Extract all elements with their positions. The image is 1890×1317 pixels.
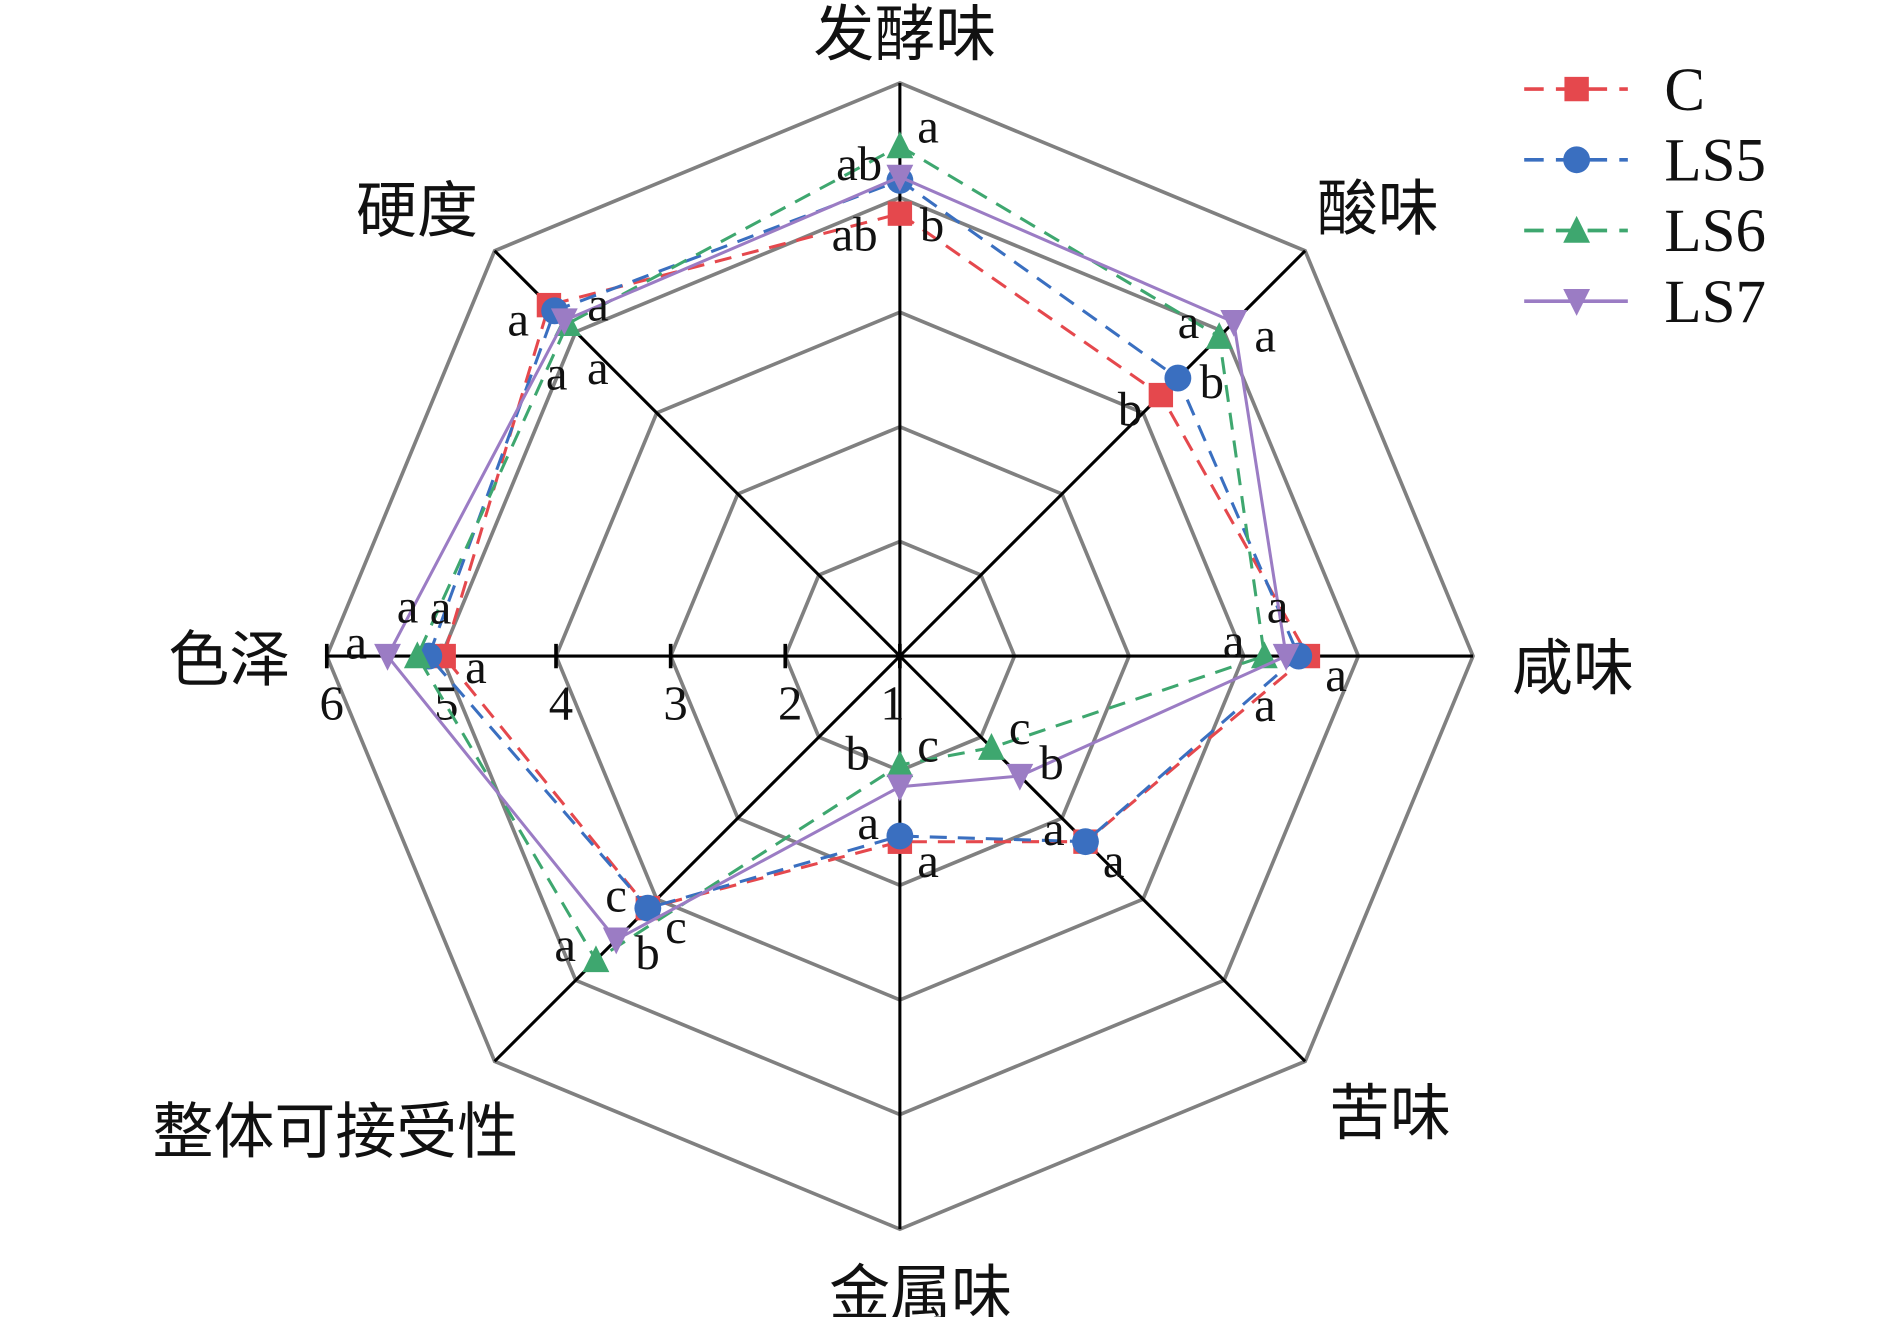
significance-letter: b <box>846 726 870 780</box>
marker-triangle-up <box>582 945 610 973</box>
significance-letter: a <box>1178 295 1200 349</box>
significance-letter: a <box>917 834 939 888</box>
axis-label-1: 酸味 <box>1317 173 1439 244</box>
significance-letter: a <box>1254 678 1276 732</box>
significance-letter: ab <box>832 207 878 261</box>
axis-label-3: 苦味 <box>1329 1078 1451 1149</box>
significance-letter: a <box>857 796 879 850</box>
significance-letter: a <box>546 346 568 400</box>
significance-letter: a <box>507 293 529 347</box>
legend-item-LS7: LS7 <box>1524 269 1766 336</box>
significance-letter: a <box>430 581 452 635</box>
axis-label-6: 色泽 <box>168 624 290 695</box>
series-line <box>442 211 1310 910</box>
significance-letter: a <box>397 580 419 634</box>
significance-letter: b <box>1200 355 1224 409</box>
significance-letter: b <box>1118 383 1142 437</box>
significance-letter: a <box>1043 802 1065 856</box>
significance-letter: a <box>1254 308 1276 362</box>
tick-label: 4 <box>549 676 573 730</box>
marker-triangle-down <box>1563 289 1591 316</box>
tick-label: 2 <box>778 676 802 730</box>
marker-triangle-down <box>886 774 914 802</box>
significance-letter: a <box>465 640 487 694</box>
significance-letter: a <box>587 341 609 395</box>
legend-label: C <box>1664 57 1705 124</box>
significance-letter: a <box>587 277 609 331</box>
marker-circle <box>886 822 914 850</box>
significance-letter: a <box>917 100 939 154</box>
significance-letter: a <box>1223 614 1245 668</box>
marker-triangle-up <box>1563 215 1591 243</box>
significance-letter: b <box>635 926 659 980</box>
marker-circle <box>1164 364 1192 392</box>
marker-triangle-up <box>978 733 1005 760</box>
legend-label: LS7 <box>1664 269 1766 336</box>
significance-letter: a <box>1325 648 1347 702</box>
marker-circle <box>1563 146 1591 174</box>
axis-line <box>898 654 1307 1063</box>
tick-label: 1 <box>880 676 904 730</box>
marker-triangle-up <box>403 641 431 669</box>
axis-label-4: 金属味 <box>829 1259 1012 1317</box>
axis-label-5: 整体可接受性 <box>152 1096 518 1167</box>
marker-triangle-down <box>886 164 914 192</box>
marker-triangle-down <box>1220 309 1248 337</box>
axis-line <box>493 654 901 1063</box>
axis-label-2: 咸味 <box>1512 633 1634 704</box>
marker-circle <box>634 894 662 922</box>
significance-letter: c <box>605 868 627 922</box>
significance-letter: a <box>345 615 367 669</box>
marker-triangle-up <box>886 750 914 778</box>
marker-square <box>887 201 913 226</box>
legend-label: LS5 <box>1664 128 1766 195</box>
significance-letter: b <box>1039 736 1063 790</box>
significance-letter: a <box>554 918 576 972</box>
significance-letter: a <box>1103 834 1125 888</box>
legend-item-LS6: LS6 <box>1524 198 1766 265</box>
significance-letter: c <box>1009 701 1031 755</box>
significance-letter: ab <box>836 137 882 191</box>
legend-item-LS5: LS5 <box>1524 128 1766 195</box>
marker-triangle-down <box>1272 643 1300 671</box>
series-LS7 <box>374 164 1300 955</box>
axis-label-7: 硬度 <box>356 176 478 247</box>
marker-circle <box>1072 828 1099 856</box>
marker-triangle-down <box>374 643 401 671</box>
legend-label: LS6 <box>1664 198 1766 265</box>
series-group <box>374 131 1321 973</box>
marker-triangle-down <box>1006 763 1034 791</box>
marker-square <box>1564 76 1589 102</box>
significance-letter: a <box>1267 580 1289 634</box>
series-line <box>415 144 1267 963</box>
axis-label-0: 发酵味 <box>813 0 996 70</box>
legend-item-C: C <box>1524 57 1705 124</box>
marker-triangle-up <box>886 131 914 159</box>
marker-triangle-down <box>602 927 630 955</box>
tick-label: 3 <box>663 676 687 730</box>
marker-triangle-down <box>550 308 578 336</box>
marker-triangle-up <box>1205 322 1233 349</box>
significance-letter: c <box>917 719 939 773</box>
significance-letter: c <box>665 900 687 954</box>
series-line <box>385 175 1288 942</box>
tick-label: 6 <box>319 676 343 730</box>
significance-letter: b <box>920 198 944 252</box>
